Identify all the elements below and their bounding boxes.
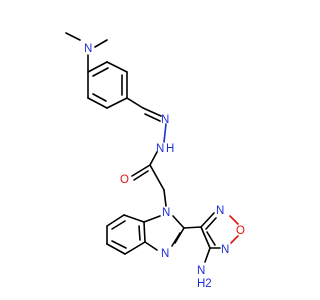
atom-hydrazide-n: N — [156, 143, 164, 155]
atom-carbonyl-o: O — [120, 174, 129, 186]
furazan-ring — [200, 212, 239, 249]
atom-furazan-n-bottom: N — [221, 244, 229, 256]
molecule-drawing: N N N H O N N N O N N H2 — [65, 32, 245, 290]
atom-furazan-o: O — [236, 225, 245, 237]
bond-ch2-n1 — [163, 189, 167, 207]
atom-amino-h2: H2 — [197, 278, 212, 290]
bond-carbonyl-ch2 — [149, 164, 165, 191]
atom-furazan-n-top: N — [216, 205, 224, 217]
molecule-structure: N N N H O N N N O N N H2 — [65, 32, 245, 290]
bond-ring-ch — [126, 97, 144, 109]
atom-hydrazide-h: H — [166, 143, 174, 155]
bond-methyl-2 — [94, 39, 108, 48]
bond-c2-furazan — [183, 226, 202, 229]
atom-dimethylamino-n: N — [84, 43, 92, 55]
atom-imine-n: N — [161, 114, 169, 126]
bond-nh-carbonyl — [149, 151, 158, 166]
carbonyl-double-bond — [131, 164, 151, 181]
benzimidazole-benzene-ring — [106, 214, 146, 255]
bond-furazan-nh2 — [204, 247, 211, 263]
imidazole-ring — [143, 215, 185, 251]
atom-benzimidazole-n3: N — [161, 248, 169, 260]
bond-methyl-1 — [65, 32, 81, 41]
imine-double-bond — [142, 107, 162, 122]
atom-benzimidazole-n1: N — [162, 207, 170, 219]
bond-n-n — [163, 123, 167, 143]
atom-amino-n: N — [197, 265, 205, 277]
benzene-ring-top — [87, 61, 128, 109]
